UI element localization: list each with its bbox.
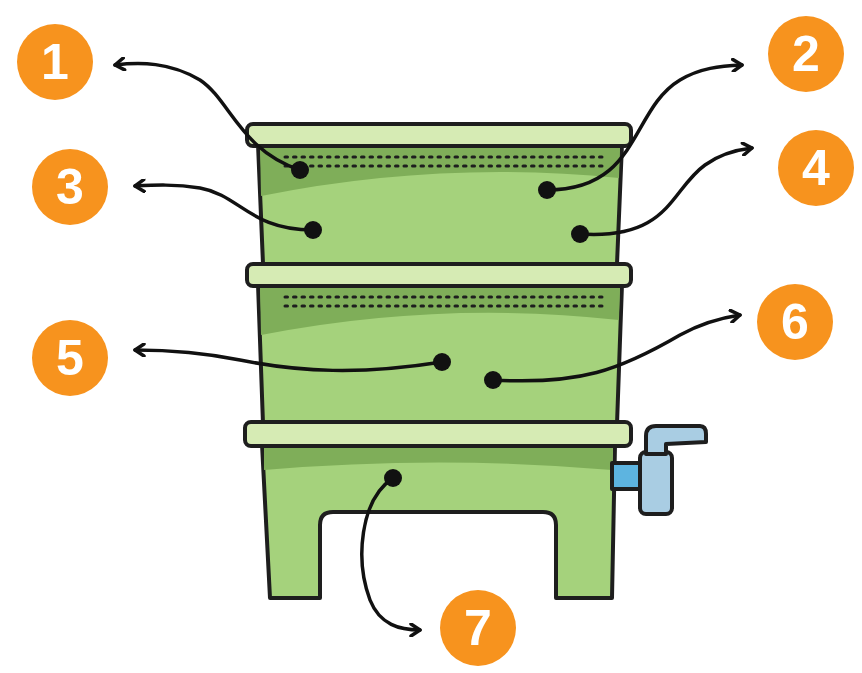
lower-tray [258,284,622,424]
leader-line [493,315,740,381]
callout-number: 6 [757,284,833,360]
leader-dot [304,221,322,239]
callout-number: 7 [440,590,516,666]
callout-number: 3 [32,149,108,225]
leader-line [362,478,420,630]
bin-drawing [245,124,706,598]
leader-dot [484,371,502,389]
leader-line [115,64,300,170]
leader-line [135,350,442,370]
upper-tray [258,144,622,264]
leader-line [547,65,742,190]
air-holes [285,296,605,299]
base-rim [245,422,631,446]
callout-number: 1 [17,24,93,100]
air-holes [285,305,605,308]
leader-dot [433,353,451,371]
leader-dot [571,225,589,243]
tap-handle [646,426,706,454]
callout-number: 2 [768,16,844,92]
leader-line [580,148,752,234]
leader-line [135,185,313,230]
leader-dot [291,161,309,179]
leader-dot [384,469,402,487]
air-holes [285,156,605,159]
leader-dots [291,161,589,487]
leader-dot [538,181,556,199]
lid [247,124,631,146]
tap-body [640,452,672,514]
callout-number: 5 [32,320,108,396]
leader-lines [115,64,752,630]
bin-base [262,444,615,598]
air-holes [285,165,605,168]
callout-number: 4 [778,130,854,206]
tray-rim [247,264,631,286]
